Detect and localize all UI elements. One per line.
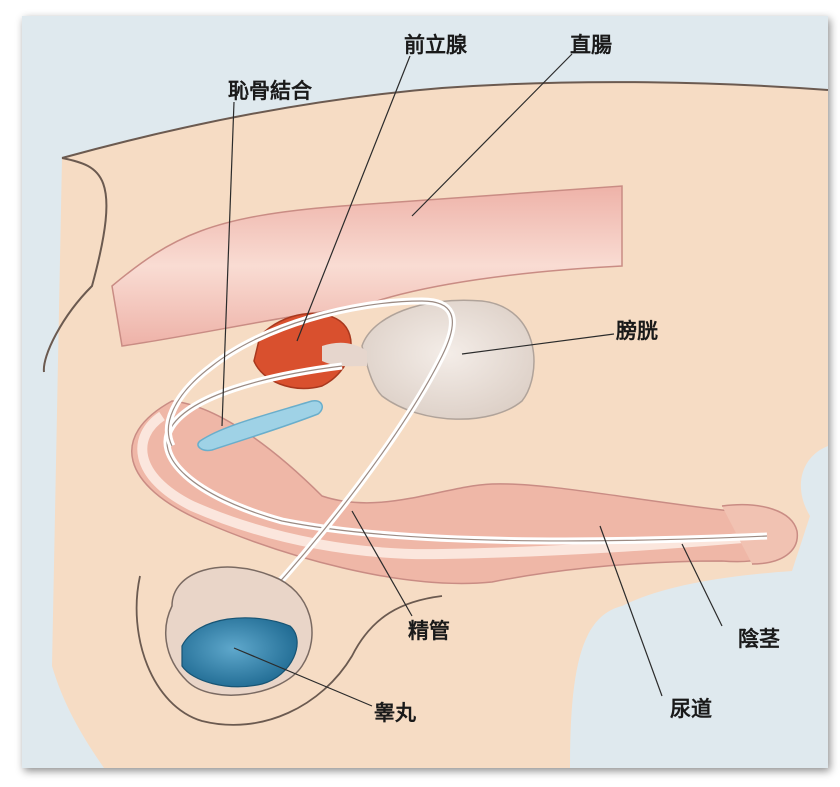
urethra-tube-outline bbox=[166, 365, 768, 542]
bladder bbox=[361, 299, 535, 420]
leader-urethra bbox=[599, 525, 663, 697]
leader-lines bbox=[221, 53, 723, 707]
label-bladder: 膀胱 bbox=[615, 319, 658, 343]
rectum bbox=[111, 185, 623, 347]
leader-testis bbox=[233, 647, 373, 707]
back-outline bbox=[42, 157, 108, 373]
leader-prostate bbox=[296, 55, 411, 342]
label-prostate: 前立腺 bbox=[404, 33, 468, 57]
label-urethra: 尿道 bbox=[670, 697, 712, 721]
label-vas-deferens: 精管 bbox=[408, 619, 450, 643]
leader-penis bbox=[681, 543, 723, 627]
penis-inner bbox=[137, 411, 768, 560]
label-testis: 睾丸 bbox=[374, 701, 417, 725]
leader-rectum bbox=[411, 53, 573, 217]
label-rectum: 直腸 bbox=[570, 33, 612, 57]
leader-vas-deferens bbox=[351, 510, 413, 617]
label-pubic-symphysis: 恥骨結合 bbox=[228, 79, 313, 103]
testis bbox=[181, 617, 298, 688]
scrotum-outer bbox=[135, 575, 443, 726]
pubic-bone bbox=[197, 399, 323, 452]
leader-pubic-symphysis bbox=[221, 101, 235, 427]
anatomy-diagram: 恥骨結合 前立腺 直腸 膀胱 精管 陰茎 睾丸 尿道 bbox=[42, 33, 828, 768]
diagram-frame: 恥骨結合 前立腺 直腸 膀胱 精管 陰茎 睾丸 尿道 bbox=[22, 16, 828, 768]
label-penis: 陰茎 bbox=[738, 627, 780, 651]
leader-bladder bbox=[461, 333, 615, 355]
vas-deferens-outline bbox=[167, 300, 453, 597]
body-outline bbox=[61, 81, 828, 159]
bladder-neck bbox=[322, 342, 367, 367]
